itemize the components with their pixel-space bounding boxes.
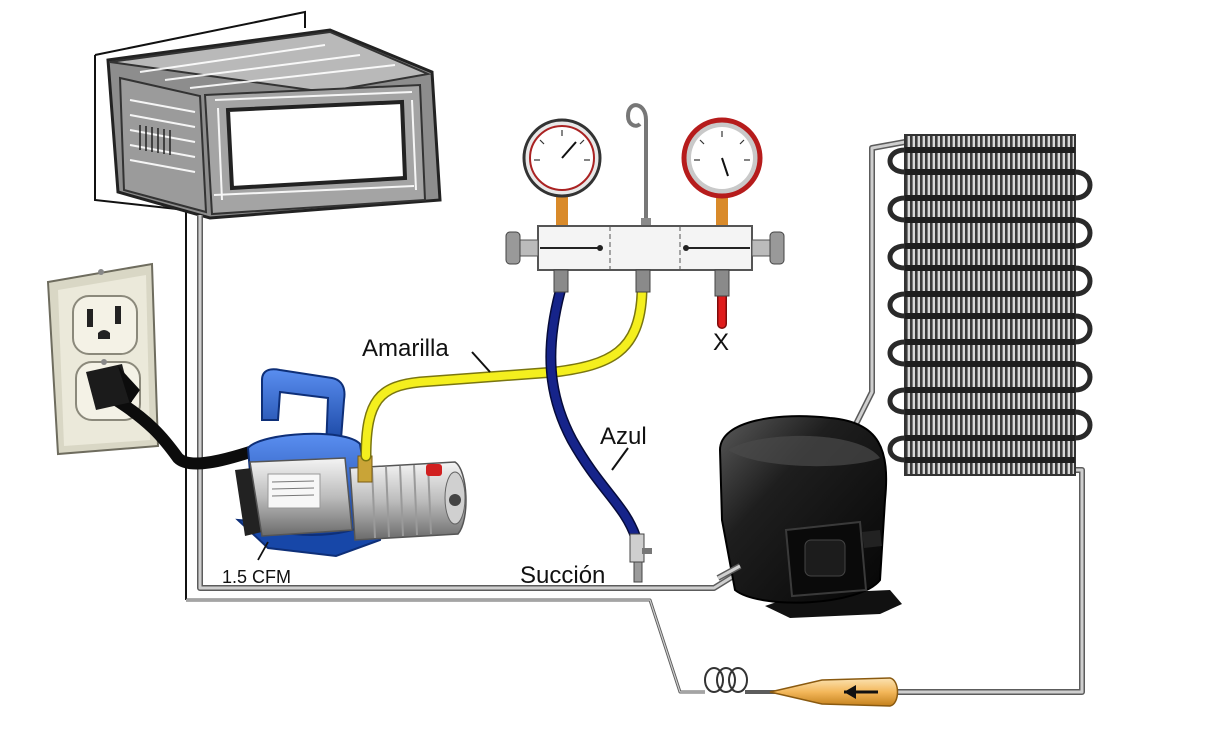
suction-valve-icon: [629, 533, 652, 583]
hoses: [360, 286, 727, 544]
label-pump-rating: 1.5 CFM: [222, 541, 291, 587]
yellow-hose-label: Amarilla: [362, 335, 449, 362]
pump-rating-label: 1.5 CFM: [222, 567, 291, 587]
label-amarilla: Amarilla: [362, 335, 491, 373]
filter-drier-icon: [769, 677, 899, 707]
closed-port-mark: X: [713, 329, 729, 356]
power-cord-icon: [86, 364, 256, 470]
capillary-coil-icon: [704, 667, 748, 693]
blue-hose-label: Azul: [600, 423, 647, 450]
evaporator-coil-icon: [94, 10, 442, 600]
suction-label: Succión: [520, 562, 605, 589]
refrigerant-tubing: [186, 139, 1085, 695]
condenser-coil-icon: [887, 134, 1093, 476]
label-azul: Azul: [600, 423, 647, 471]
vacuum-pump-icon: [235, 368, 467, 558]
gauge-manifold-icon: [505, 103, 785, 297]
compressor-icon: [716, 415, 902, 618]
